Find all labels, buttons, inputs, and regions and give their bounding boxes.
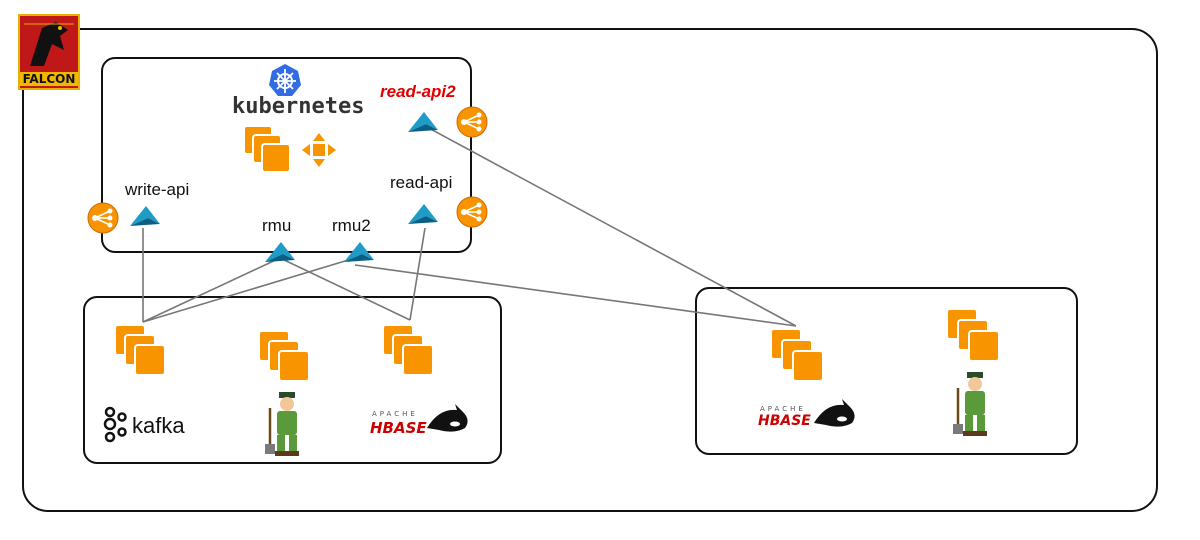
falcon-logo: FALCON [18, 14, 80, 90]
primary-storage-box [83, 296, 502, 464]
read-api-label: read-api [390, 173, 453, 192]
write-api-service-icon [130, 206, 160, 226]
write-api-label: write-api [125, 180, 190, 199]
line-rmu2-kafka [142, 257, 356, 323]
line-rmu2-remote-hbase [354, 264, 797, 327]
read-api2-service-icon [408, 112, 438, 132]
line-rmu-kafka [142, 257, 281, 323]
remote-hbase-node-stack-icon [770, 328, 824, 382]
read-api-service-icon [408, 204, 438, 224]
autoscaling-icon [302, 133, 336, 167]
kubernetes-icon [269, 64, 301, 96]
rmu2-label: rmu2 [332, 216, 371, 235]
hbase-node-stack-icon [382, 324, 434, 376]
rmu-service-icon [265, 242, 295, 262]
orca-icon [427, 404, 468, 432]
kafka-node-stack-icon [114, 324, 166, 376]
remote-hbase-apache-text: APACHE [760, 405, 806, 413]
read-api2-label: read-api2 [380, 82, 456, 101]
line-readapi2-remote-hbase [424, 125, 797, 327]
kubernetes-title: kubernetes [232, 94, 365, 119]
worker-figure-icon [265, 392, 299, 456]
remote-worker-node-stack-icon [946, 308, 1000, 362]
remote-hbase-logo-text: HBASE [758, 413, 811, 429]
worker-node-stack-icon [258, 330, 310, 382]
falcon-bird-icon [24, 22, 74, 66]
rmu-label: rmu [262, 216, 292, 235]
hbase-apache-text: APACHE [372, 410, 418, 418]
secondary-storage-box [695, 287, 1078, 455]
remote-orca-icon [814, 399, 855, 427]
container-stack-icon [243, 125, 291, 173]
hbase-logo-text: HBASE [370, 419, 427, 437]
kafka-logo-icon [103, 406, 127, 443]
rmu2-service-icon [344, 242, 374, 262]
read-api2-load-balancer-icon [456, 106, 488, 138]
falcon-logo-text: FALCON [20, 72, 78, 86]
remote-worker-figure-icon [953, 372, 987, 436]
line-rmu-hbase [279, 257, 411, 321]
write-api-load-balancer-icon [87, 202, 119, 234]
kafka-label: kafka [132, 413, 185, 438]
outer-container [22, 28, 1158, 512]
read-api-load-balancer-icon [456, 196, 488, 228]
